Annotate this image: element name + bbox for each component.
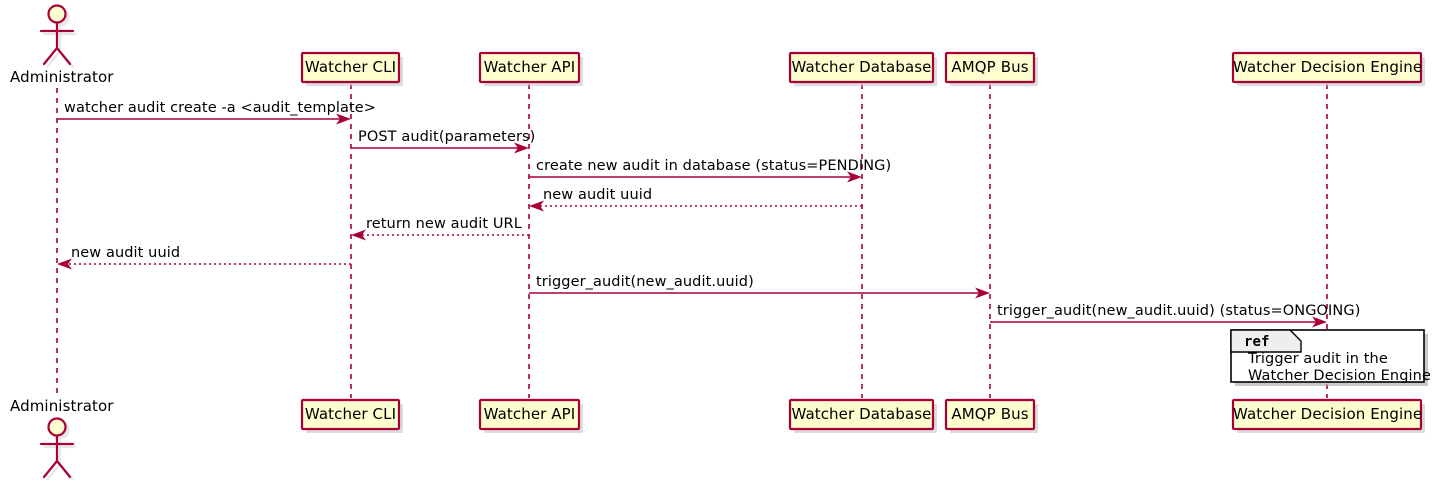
participant-box-watcher-decision-engine-bottom[interactable] — [1231, 398, 1423, 431]
participant-box-watcher-cli-top[interactable] — [300, 51, 401, 84]
participant-box-amqp-bus-top[interactable] — [944, 51, 1036, 84]
ref-fragment[interactable] — [1230, 329, 1428, 386]
message-arrow-3 — [529, 171, 862, 183]
participant-label-watcher-decision-engine-top: Watcher Decision Engine — [1233, 58, 1423, 76]
participant-label-watcher-api-bottom: Watcher API — [483, 405, 576, 423]
actor-head-icon — [47, 417, 67, 437]
actor-label-administrator-bottom: Administrator — [10, 397, 114, 415]
message-arrow-6 — [57, 258, 351, 270]
participant-label-watcher-database-top: Watcher Database — [791, 58, 932, 76]
actor-head-icon — [47, 4, 67, 24]
message-label-5: return new audit URL — [366, 216, 522, 232]
message-label-6: new audit uuid — [71, 245, 181, 261]
message-arrow-4 — [529, 200, 862, 212]
ref-fragment-line-1: Trigger audit in the — [1248, 351, 1388, 367]
message-label-8: trigger_audit(new_audit.uuid) (status=ON… — [997, 303, 1361, 319]
message-label-2: POST audit(parameters) — [358, 129, 536, 145]
participant-label-watcher-decision-engine-bottom: Watcher Decision Engine — [1233, 405, 1423, 423]
participant-box-watcher-decision-engine-top[interactable] — [1231, 51, 1423, 84]
actor-right-leg-icon — [55, 459, 72, 479]
message-arrows — [57, 113, 1327, 328]
ref-fragment-tab — [1230, 329, 1302, 353]
participant-label-watcher-api-top: Watcher API — [483, 58, 576, 76]
participant-box-amqp-bus-bottom[interactable] — [944, 398, 1036, 431]
participant-label-amqp-bus-bottom: AMQP Bus — [951, 405, 1029, 423]
participant-box-watcher-api-top[interactable] — [478, 51, 581, 84]
message-label-3: create new audit in database (status=PEN… — [536, 158, 892, 174]
participant-box-watcher-cli-bottom[interactable] — [300, 398, 401, 431]
participant-label-watcher-cli-bottom: Watcher CLI — [304, 405, 397, 423]
actor-label-administrator-top: Administrator — [10, 68, 114, 86]
participant-box-watcher-database-top[interactable] — [788, 51, 935, 84]
participant-box-watcher-database-bottom[interactable] — [788, 398, 935, 431]
participant-box-watcher-api-bottom[interactable] — [478, 398, 581, 431]
actor-administrator-bottom — [39, 417, 76, 481]
actor-left-leg-icon — [42, 46, 59, 66]
participant-boxes-top — [300, 51, 1425, 86]
message-label-1: watcher audit create -a <audit_template> — [64, 100, 377, 116]
participant-boxes-bottom — [300, 398, 1425, 433]
participant-label-watcher-cli-top: Watcher CLI — [304, 58, 397, 76]
actor-right-leg-icon — [55, 46, 72, 66]
actor-left-leg-icon — [42, 459, 59, 479]
ref-fragment-line-2: Watcher Decision Engine — [1248, 368, 1431, 384]
lifelines — [56, 84, 1328, 398]
message-arrow-2 — [351, 142, 529, 154]
ref-fragment-tag-label: ref — [1244, 334, 1270, 350]
participant-label-amqp-bus-top: AMQP Bus — [951, 58, 1029, 76]
participant-label-watcher-database-bottom: Watcher Database — [791, 405, 932, 423]
message-arrow-1 — [57, 113, 351, 125]
message-arrow-7 — [529, 287, 990, 299]
actor-administrator-top — [39, 4, 78, 69]
message-arrow-8 — [990, 316, 1327, 328]
message-arrow-5 — [351, 229, 529, 241]
message-label-4: new audit uuid — [543, 187, 653, 203]
message-label-7: trigger_audit(new_audit.uuid) — [536, 274, 754, 290]
